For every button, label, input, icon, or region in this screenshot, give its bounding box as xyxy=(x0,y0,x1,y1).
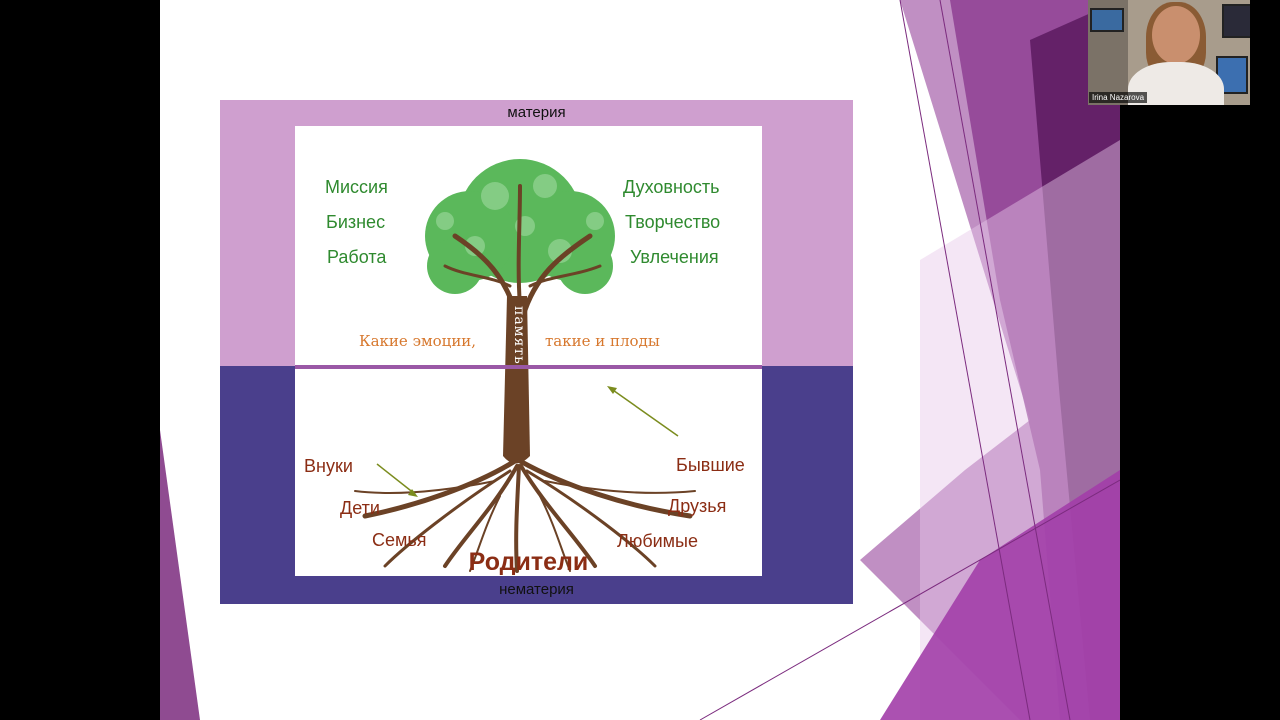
presentation-slide: материя нематерия xyxy=(160,0,1120,720)
tree-image: Миссия Бизнес Работа Духовность Творчест… xyxy=(295,126,762,576)
trunk-memory-label: память xyxy=(511,306,527,365)
label-spirituality: Духовность xyxy=(623,177,720,198)
label-mission: Миссия xyxy=(325,177,388,198)
non-matter-label: нематерия xyxy=(220,581,853,598)
emotions-caption-left: Какие эмоции, xyxy=(359,332,476,350)
label-children: Дети xyxy=(340,498,380,519)
tree-diagram: материя нематерия xyxy=(220,100,853,604)
label-creativity: Творчество xyxy=(625,212,720,233)
label-work: Работа xyxy=(327,247,386,268)
participant-name: Irina Nazarova xyxy=(1089,92,1147,103)
label-friends: Друзья xyxy=(668,496,726,517)
wall-picture xyxy=(1090,8,1124,32)
label-exes: Бывшие xyxy=(676,455,745,476)
participant-video-tile[interactable]: Irina Nazarova xyxy=(1088,0,1250,105)
participant-face xyxy=(1152,6,1200,64)
label-parents: Родители xyxy=(295,548,762,576)
label-business: Бизнес xyxy=(326,212,385,233)
emotions-caption-right: такие и плоды xyxy=(545,332,660,350)
matter-label: материя xyxy=(220,104,853,121)
label-grandchildren: Внуки xyxy=(304,456,353,477)
label-hobbies: Увлечения xyxy=(630,247,719,268)
wall-picture xyxy=(1222,4,1250,38)
matter-divider xyxy=(295,365,762,369)
